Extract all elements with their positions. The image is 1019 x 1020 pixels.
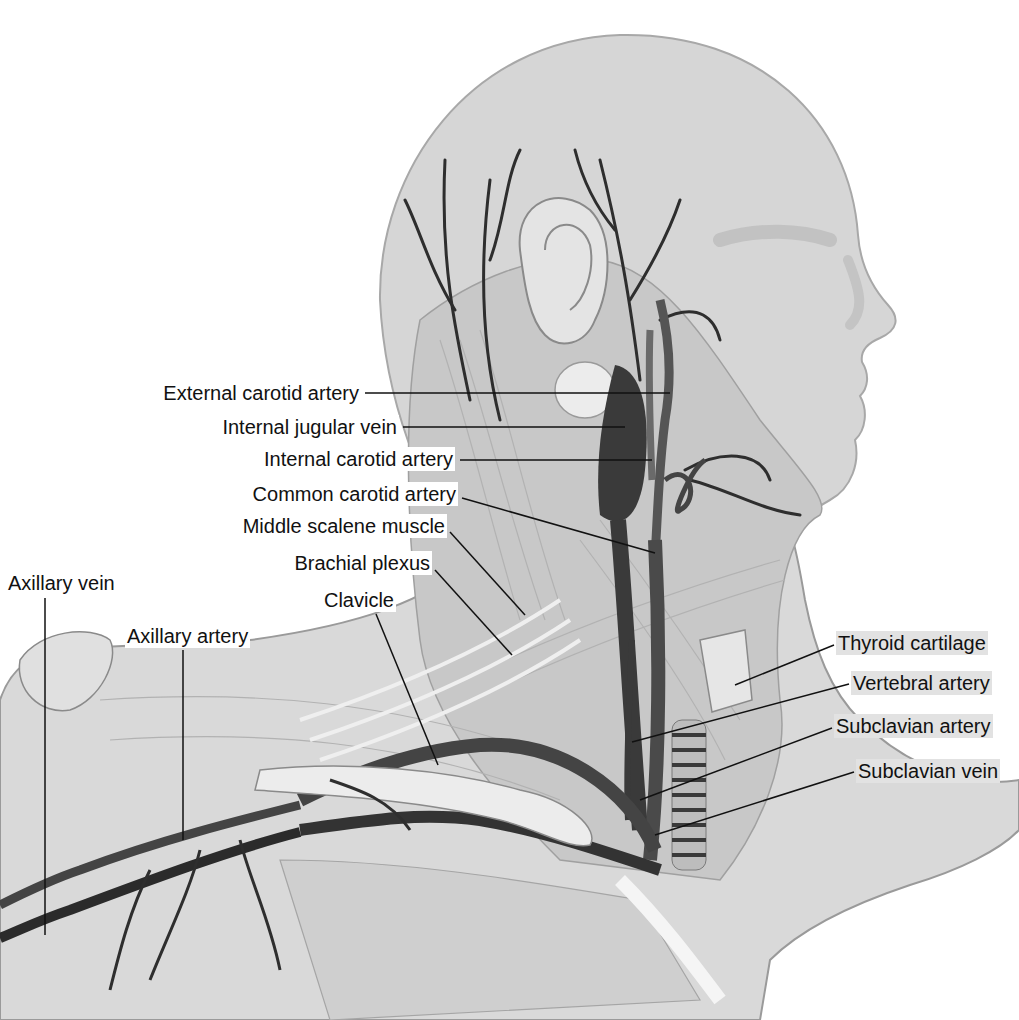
part-label: Common carotid artery	[251, 482, 458, 506]
internal-carotid	[649, 330, 652, 480]
internal-jugular-vein	[598, 365, 647, 521]
leader-lines	[45, 393, 854, 935]
brachial-plexus	[300, 600, 580, 760]
ear	[520, 198, 608, 343]
part-label: Brachial plexus	[292, 551, 432, 575]
thyroid-cartilage	[700, 630, 752, 712]
part-label: Internal carotid artery	[262, 447, 455, 471]
trachea	[672, 720, 706, 870]
part-label: Middle scalene muscle	[241, 514, 447, 538]
sternal-tendon	[620, 880, 720, 1000]
clavicle	[255, 766, 592, 846]
part-label: Axillary artery	[125, 624, 250, 648]
part-label: Axillary vein	[6, 571, 117, 595]
facial-artery	[665, 460, 705, 511]
part-label: Subclavian vein	[856, 759, 1000, 783]
part-label: External carotid artery	[161, 381, 361, 405]
tracheal-rings	[672, 735, 706, 855]
common-carotid	[650, 540, 658, 860]
pectoral-muscle	[280, 860, 700, 1020]
part-label: Vertebral artery	[851, 671, 992, 695]
face-shade	[720, 232, 830, 240]
scalp-vessels	[405, 150, 800, 515]
vertebral-artery	[627, 640, 632, 820]
external-carotid	[655, 300, 669, 560]
part-label: Clavicle	[322, 588, 396, 612]
part-label: Internal jugular vein	[220, 415, 399, 439]
part-label: Subclavian artery	[834, 714, 993, 738]
ear-inner	[545, 225, 591, 310]
nose-shade	[848, 260, 859, 325]
part-label: Thyroid cartilage	[836, 631, 988, 655]
jugular-vein-lower	[618, 520, 640, 830]
acromion	[19, 632, 112, 711]
